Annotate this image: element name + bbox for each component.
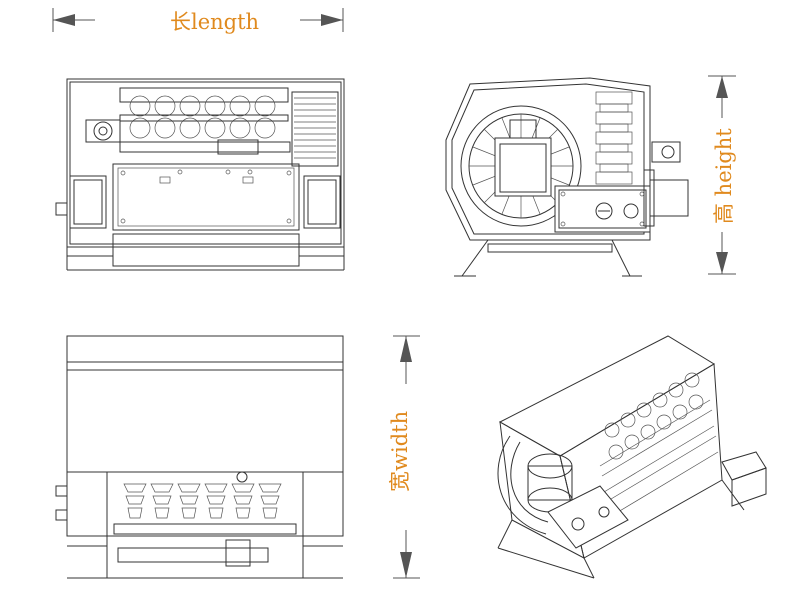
width-dimension xyxy=(393,335,420,579)
height-label: 高 height xyxy=(712,128,736,224)
side-view xyxy=(445,77,689,277)
height-dimension xyxy=(708,75,736,275)
arrow-right-icon xyxy=(321,14,343,26)
arrow-down-icon xyxy=(400,552,412,578)
isometric-view xyxy=(497,335,767,579)
arrow-up-icon xyxy=(400,336,412,362)
length-label: 长length xyxy=(170,10,260,34)
arrow-down-icon xyxy=(716,252,728,274)
arrow-up-icon xyxy=(716,76,728,98)
arrow-left-icon xyxy=(53,14,75,26)
width-label: 宽width xyxy=(388,410,412,492)
top-view xyxy=(55,335,344,579)
front-view xyxy=(55,78,345,271)
length-dimension xyxy=(52,8,344,32)
